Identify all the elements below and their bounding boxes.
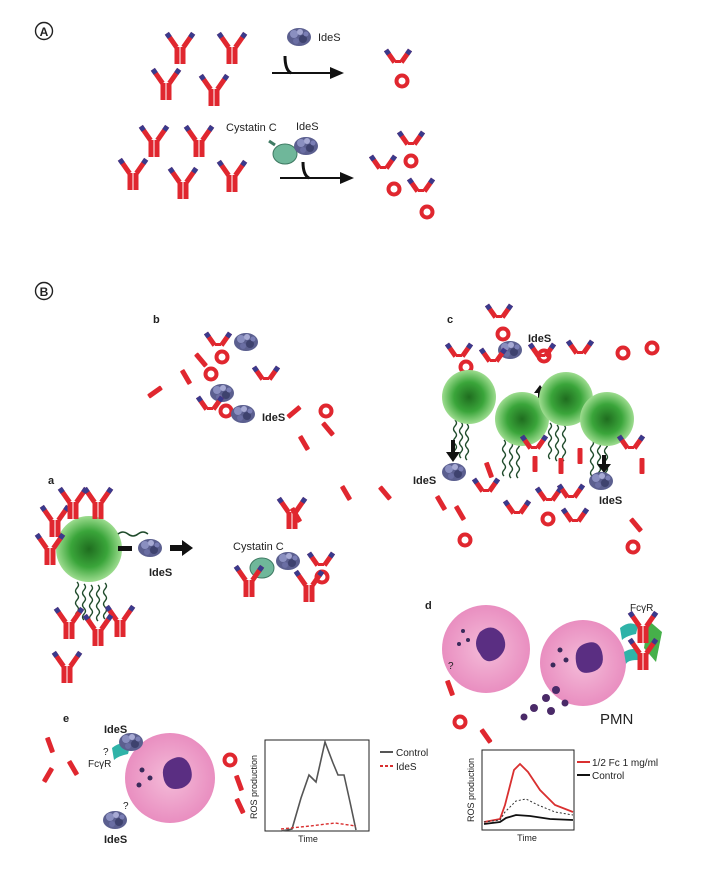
sub-b-ides-label: IdeS [262,412,285,424]
sub-d-fcgr-label: FcγR [630,603,653,614]
sub-e-ides-bottom-label: IdeS [104,834,127,846]
control-series-line [483,814,574,825]
sub-d-label: d [425,600,432,612]
sub-d-fragment [444,679,456,697]
half-fc-series-line [483,762,574,823]
dotted-series-line [483,798,574,823]
sub-d-fragment [452,714,468,730]
down-arrow-icon [446,440,460,462]
panel-a-upper-products [383,48,413,89]
panel-a-upper-arrow [272,55,344,79]
sub-a-label: a [48,475,55,487]
panel-b-label: B [34,281,54,301]
control-series-line [280,739,357,832]
ides-enzyme-icon [138,539,162,557]
svg-text:A: A [40,25,49,39]
chart-d-ylabel: ROS production [466,758,476,822]
chart-e-ylabel: ROS production [249,755,259,819]
sub-c-ides-top-label: IdeS [528,333,551,345]
sub-e-question-bottom: ? [123,801,129,812]
sub-c-ides-left-label: IdeS [413,475,436,487]
legend-control-label: Control [396,748,428,759]
sub-d-question-label: ? [448,661,454,672]
sub-d-cells [442,605,662,721]
sub-e-label: e [63,713,69,725]
ides-enzyme-icon [589,472,613,490]
sub-c-lower-fragments [434,477,644,555]
panel-a-lower-antibodies [117,124,248,199]
ides-enzyme-icon [442,463,466,481]
panel-a-lower-arrow [280,161,354,184]
chart-e-xlabel: Time [298,834,318,844]
sub-b-fragments [147,331,393,524]
sub-e-cell [41,733,246,829]
sub-a-cystatin-label: Cystatin C [233,541,284,553]
legend-control-label: Control [592,771,624,782]
pmn-label: PMN [600,711,633,728]
panel-a-lower-ides-label: IdeS [296,121,319,133]
sub-e-question-top: ? [103,747,109,758]
sub-e-ides-top-label: IdeS [104,724,127,736]
down-arrow-icon [597,455,611,473]
chart-d-xlabel: Time [517,833,537,843]
svg-text:B: B [40,285,49,299]
sub-c-ides-right-label: IdeS [599,495,622,507]
sub-d-fragment [479,728,493,744]
legend-half-fc-label: 1/2 Fc 1 mg/ml [592,758,658,769]
chart-d: ROS production Time 1/2 Fc 1 mg/ml Contr… [466,749,658,843]
ides-enzyme-icon [287,28,311,46]
panel-a-upper-antibodies [150,31,248,106]
right-arrow-icon [170,540,193,556]
sub-a-ides-label: IdeS [149,567,172,579]
sub-c-label: c [447,314,453,326]
sub-a-block [118,546,132,551]
panel-a-lower-products [368,130,436,220]
panel-a-label: A [34,21,54,41]
sub-b-label: b [153,314,160,326]
sub-e-fcgr-label: FcγR [88,759,111,770]
sub-c-beads [442,370,646,479]
cystatin-c-icon [268,139,298,165]
chart-e: ROS production Time Control IdeS [249,739,428,844]
sub-a-bead [34,486,149,683]
panel-a-cystatin-label: Cystatin C [226,122,277,134]
ides-enzyme-icon [294,137,318,155]
ides-series-line [280,822,357,830]
sub-a-products [233,496,336,602]
panel-a-upper-ides-label: IdeS [318,32,341,44]
legend-ides-label: IdeS [396,762,417,773]
